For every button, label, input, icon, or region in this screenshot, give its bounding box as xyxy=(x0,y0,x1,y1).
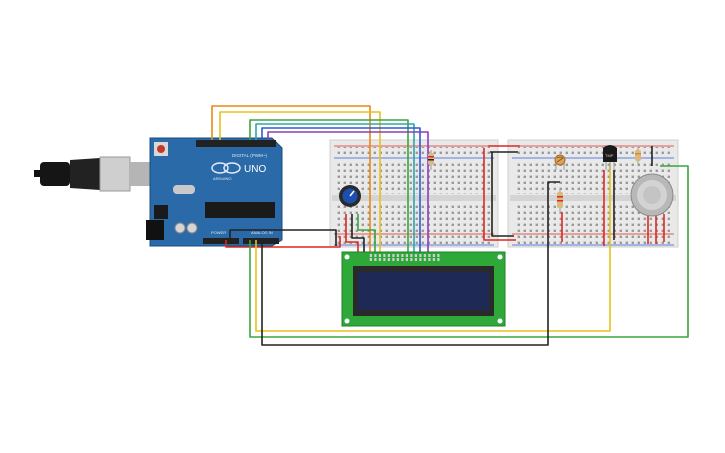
logo-text: ARDUINO xyxy=(213,176,231,181)
wire-teal[interactable] xyxy=(255,123,415,252)
usb-cable[interactable] xyxy=(34,156,150,192)
temperature-sensor[interactable]: TMP xyxy=(603,145,617,170)
rail-jumper-black[interactable] xyxy=(490,151,518,237)
resistor-gas[interactable] xyxy=(635,148,641,164)
rail-jumper-red[interactable] xyxy=(483,145,520,241)
wire-5v-red[interactable] xyxy=(225,236,341,248)
usb-plug-icon xyxy=(40,162,70,186)
wire-yellow-d[interactable] xyxy=(219,111,381,252)
power-jack[interactable] xyxy=(146,220,164,240)
digital-header[interactable] xyxy=(196,140,276,147)
analog-label: ANALOG IN xyxy=(251,230,273,235)
wire-purple[interactable] xyxy=(267,131,429,252)
tmp36-icon xyxy=(603,148,617,162)
potentiometer[interactable] xyxy=(339,185,361,207)
wire-orange[interactable] xyxy=(211,105,371,252)
arduino-logo-icon xyxy=(211,162,229,174)
wire-blue[interactable] xyxy=(261,127,421,252)
resistor-left[interactable] xyxy=(428,150,434,170)
wire-gnd-black[interactable] xyxy=(229,229,337,246)
analog-header[interactable] xyxy=(243,238,279,244)
photoresistor[interactable] xyxy=(554,154,566,170)
brand-label: UNO xyxy=(244,164,266,175)
gas-sensor[interactable] xyxy=(630,173,674,217)
lcd-16x2-icon xyxy=(358,272,489,310)
wire-temp-signal[interactable] xyxy=(255,163,611,332)
digital-label: DIGITAL (PWM~) xyxy=(232,153,267,158)
power-header[interactable] xyxy=(203,238,239,244)
arduino-board[interactable]: DIGITAL (PWM~) UNO ARDUINO POWER ANALOG … xyxy=(146,137,283,247)
lcd-display[interactable] xyxy=(341,251,506,327)
wires xyxy=(211,105,689,346)
resistor-right[interactable] xyxy=(557,188,563,214)
wire-ldr-signal[interactable] xyxy=(261,181,560,346)
wire-green-d[interactable] xyxy=(249,119,409,252)
wire-gas-signal[interactable] xyxy=(249,165,689,338)
power-label: POWER xyxy=(211,230,226,235)
temp-sensor-label: TMP xyxy=(605,153,614,158)
atmega-chip xyxy=(205,202,275,218)
